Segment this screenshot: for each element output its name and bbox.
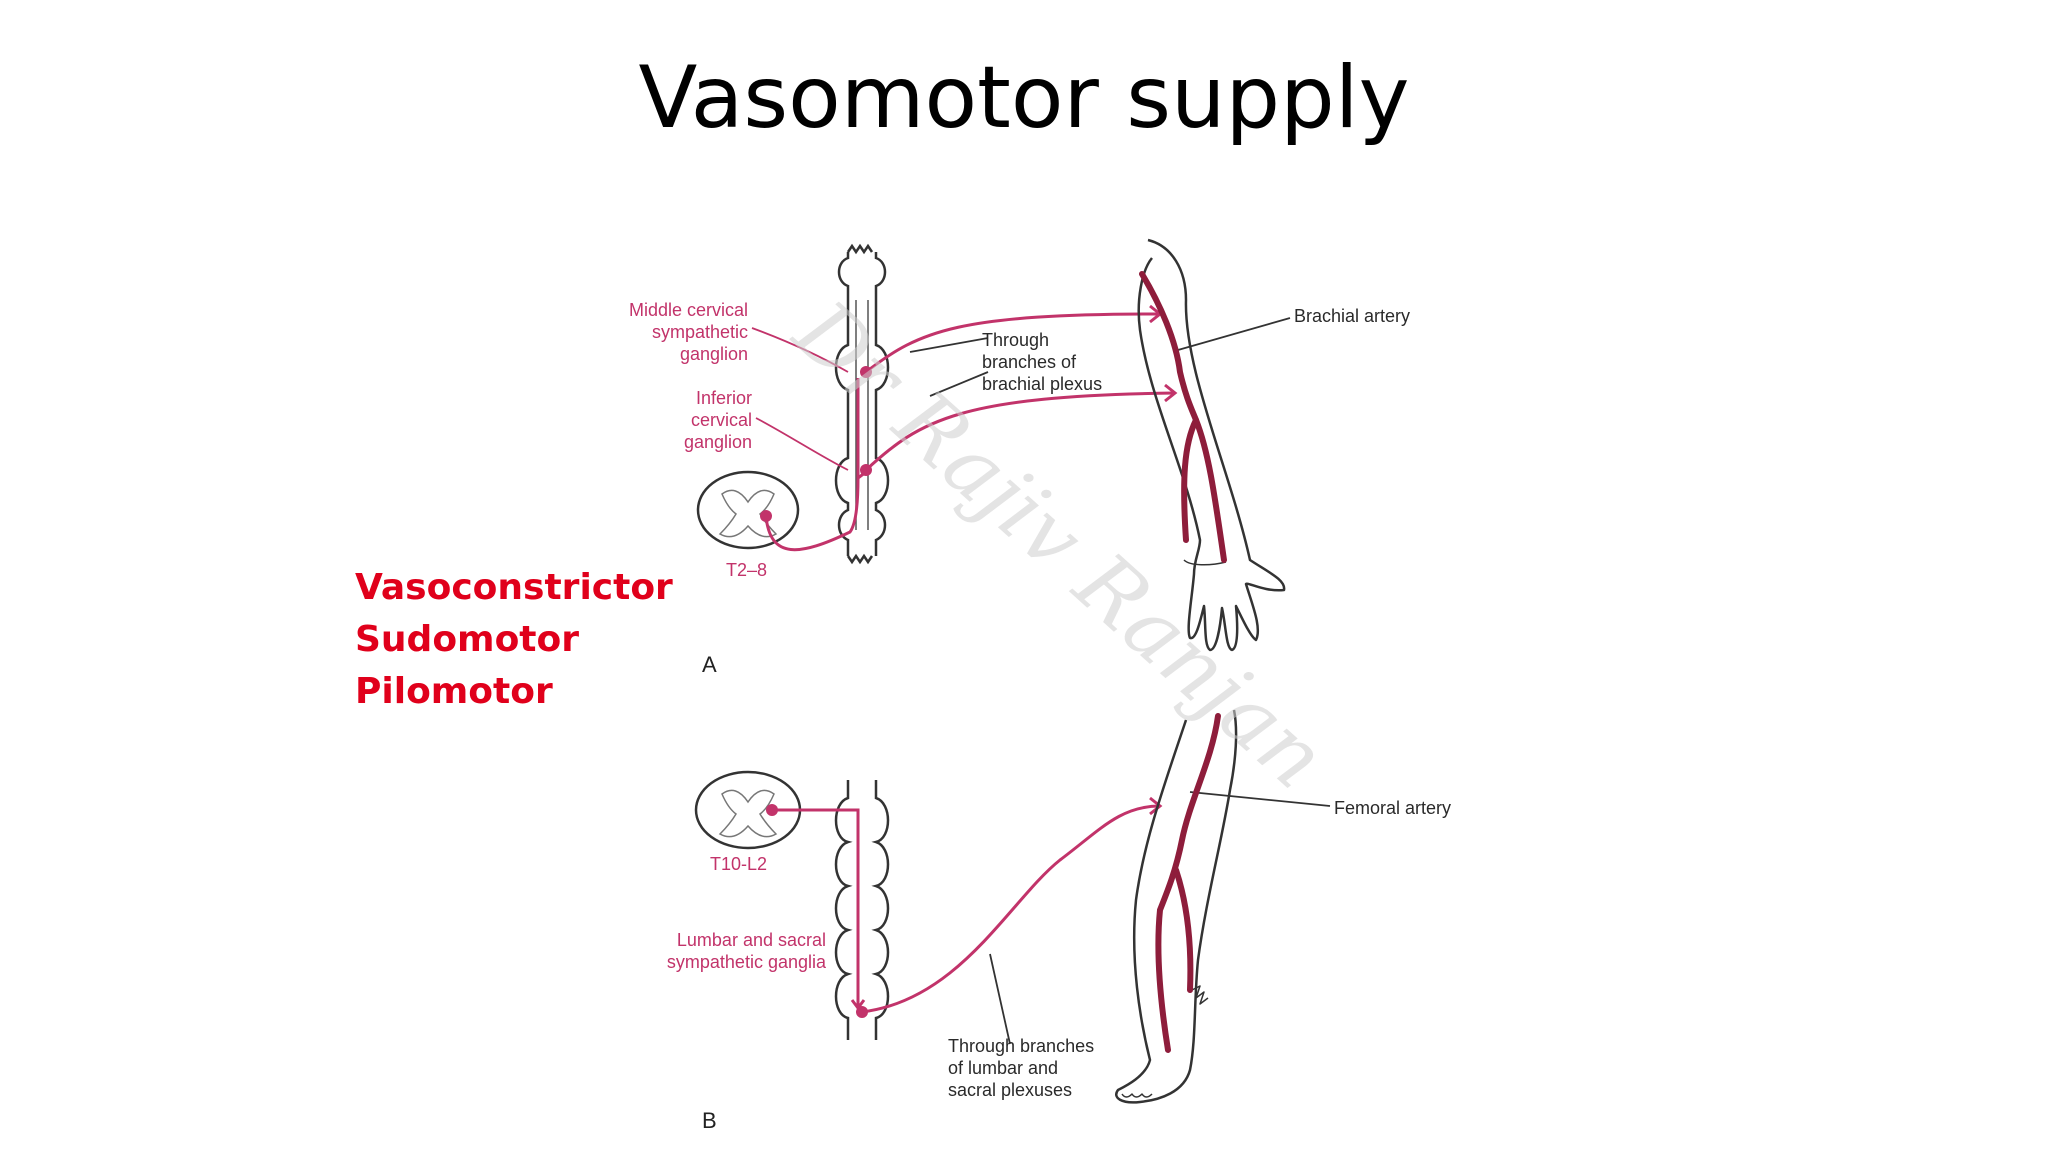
postganglionic-fiber-b — [861, 804, 1161, 1014]
effect-sudomotor: Sudomotor — [355, 619, 579, 660]
sympathetic-chain-a — [834, 243, 890, 565]
svg-text:Inferior: Inferior — [696, 388, 752, 408]
label-inferior-cervical-ganglion: Inferior cervical ganglion — [684, 388, 752, 452]
brachial-artery — [1139, 271, 1227, 563]
label-lumbar-sacral-plexus-branches: Through branches of lumbar and sacral pl… — [948, 1036, 1094, 1100]
postganglionic-fiber-a-upper — [865, 312, 1161, 374]
svg-text:Lumbar and sacral: Lumbar and sacral — [677, 930, 826, 950]
label-cord-level-b: T10-L2 — [710, 854, 767, 874]
effects-list: Vasoconstrictor Sudomotor Pilomotor — [355, 562, 673, 718]
svg-text:of lumbar and: of lumbar and — [948, 1058, 1058, 1078]
slide-title: Vasomotor supply — [638, 48, 1410, 148]
label-brachial-artery: Brachial artery — [1294, 306, 1410, 326]
svg-text:ganglion: ganglion — [684, 432, 752, 452]
svg-text:sympathetic ganglia: sympathetic ganglia — [667, 952, 827, 972]
svg-text:branches of: branches of — [982, 352, 1077, 372]
label-cord-level-a: T2–8 — [726, 560, 767, 580]
effect-vasoconstrictor: Vasoconstrictor — [355, 567, 673, 608]
sympathetic-chain-b — [834, 780, 890, 1040]
svg-text:Through: Through — [982, 330, 1049, 350]
svg-text:Through branches: Through branches — [948, 1036, 1094, 1056]
svg-text:sacral plexuses: sacral plexuses — [948, 1080, 1072, 1100]
svg-text:cervical: cervical — [691, 410, 752, 430]
preganglionic-fiber-b — [772, 808, 860, 1008]
label-brachial-plexus-branches: Through branches of brachial plexus — [982, 330, 1102, 394]
femoral-artery — [1155, 713, 1221, 1053]
effect-pilomotor: Pilomotor — [355, 671, 553, 712]
leg-outline — [1115, 709, 1238, 1104]
svg-text:brachial plexus: brachial plexus — [982, 374, 1102, 394]
svg-text:ganglion: ganglion — [680, 344, 748, 364]
label-middle-cervical-ganglion: Middle cervical sympathetic ganglion — [629, 300, 748, 364]
postganglionic-fiber-a-lower — [864, 391, 1176, 472]
spinal-cord-section-a — [696, 470, 800, 550]
label-femoral-artery: Femoral artery — [1334, 798, 1451, 818]
panel-letter-a: A — [702, 652, 717, 677]
preganglionic-fiber-a — [764, 378, 860, 552]
svg-text:sympathetic: sympathetic — [652, 322, 748, 342]
arm-outline — [1137, 238, 1286, 652]
svg-text:Middle cervical: Middle cervical — [629, 300, 748, 320]
panel-letter-b: B — [702, 1108, 717, 1133]
label-lumbar-sacral-ganglia: Lumbar and sacral sympathetic ganglia — [667, 930, 827, 972]
